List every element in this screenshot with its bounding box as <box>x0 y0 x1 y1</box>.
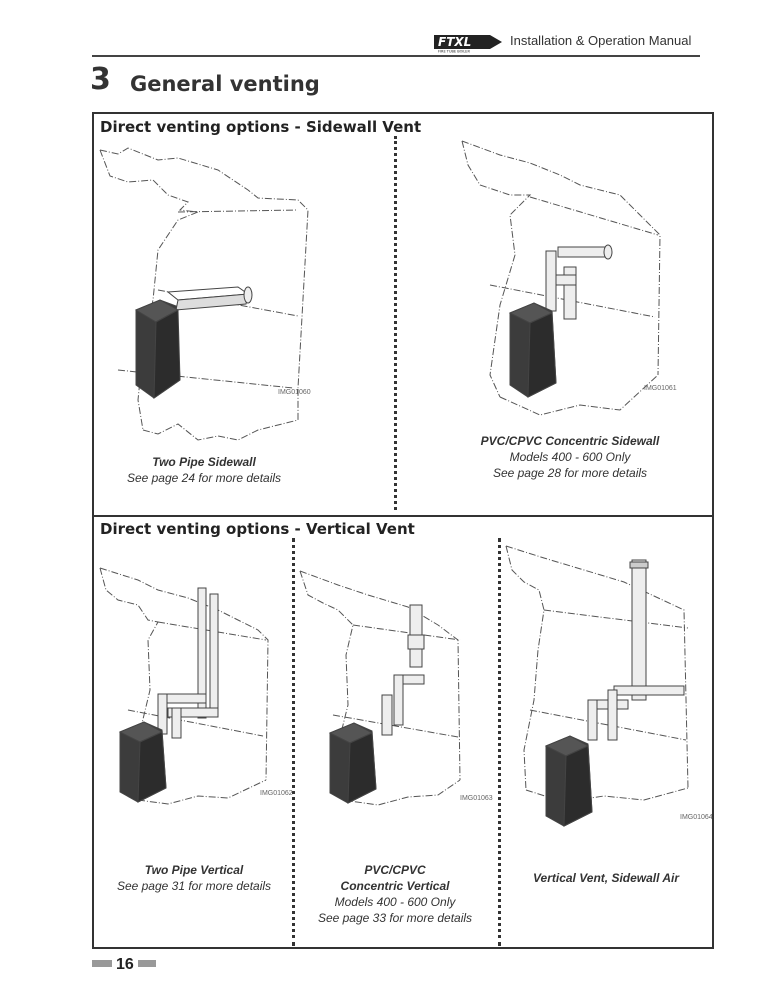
two-pipe-sidewall-illustration <box>98 140 388 450</box>
caption-detail: See page 33 for more details <box>317 911 473 925</box>
page-bar-left <box>92 960 112 967</box>
caption-concentric-sidewall: PVC/CPVC Concentric Sidewall Models 400 … <box>470 433 670 481</box>
vertical-vent-sidewall-air-illustration <box>504 540 708 830</box>
caption-concentric-vertical: PVC/CPVC Concentric Vertical Models 400 … <box>300 862 490 926</box>
two-pipe-vertical-illustration <box>98 560 288 810</box>
caption-two-pipe-vertical: Two Pipe Vertical See page 31 for more d… <box>104 862 284 894</box>
page-number: 16 <box>116 956 134 973</box>
image-id-1: IMG01060 <box>278 389 311 396</box>
section-title: General venting <box>130 72 320 96</box>
page-bar-right <box>138 960 156 967</box>
caption-title: Two Pipe Sidewall <box>152 455 256 469</box>
venting-options-frame <box>92 112 714 949</box>
image-id-5: IMG01064 <box>680 814 713 821</box>
vertical-heading: Direct venting options - Vertical Vent <box>100 520 415 538</box>
section-number: 3 <box>90 62 111 97</box>
panel-divider <box>394 136 397 510</box>
caption-detail: See page 24 for more details <box>126 471 282 485</box>
image-id-2: IMG01061 <box>644 385 677 392</box>
caption-title: Concentric Vertical <box>340 879 450 893</box>
caption-detail: Models 400 - 600 Only <box>334 895 456 909</box>
svg-text:FTXL: FTXL <box>438 35 471 49</box>
caption-title: PVC/CPVC <box>364 863 426 877</box>
caption-title: Vertical Vent, Sidewall Air <box>532 871 680 885</box>
section-divider <box>94 515 714 517</box>
ftxl-logo: FTXL FIRE TUBE BOILER <box>432 31 506 54</box>
manual-title: Installation & Operation Manual <box>510 33 692 48</box>
caption-detail: See page 28 for more details <box>492 466 648 480</box>
svg-text:FIRE TUBE BOILER: FIRE TUBE BOILER <box>438 50 471 54</box>
caption-detail: See page 31 for more details <box>116 879 272 893</box>
concentric-sidewall-illustration <box>460 135 700 450</box>
caption-vertical-vent-sidewall-air: Vertical Vent, Sidewall Air <box>506 870 706 886</box>
panel-divider <box>292 538 295 946</box>
header-rule <box>92 55 700 57</box>
concentric-vertical-illustration <box>298 565 494 815</box>
panel-divider <box>498 538 501 946</box>
image-id-3: IMG01062 <box>260 790 293 797</box>
caption-detail: Models 400 - 600 Only <box>509 450 631 464</box>
caption-title: PVC/CPVC Concentric Sidewall <box>480 434 660 448</box>
image-id-4: IMG01063 <box>460 795 493 802</box>
caption-two-pipe-sidewall: Two Pipe Sidewall See page 24 for more d… <box>104 454 304 486</box>
caption-title: Two Pipe Vertical <box>144 863 244 877</box>
sidewall-heading: Direct venting options - Sidewall Vent <box>100 118 422 136</box>
